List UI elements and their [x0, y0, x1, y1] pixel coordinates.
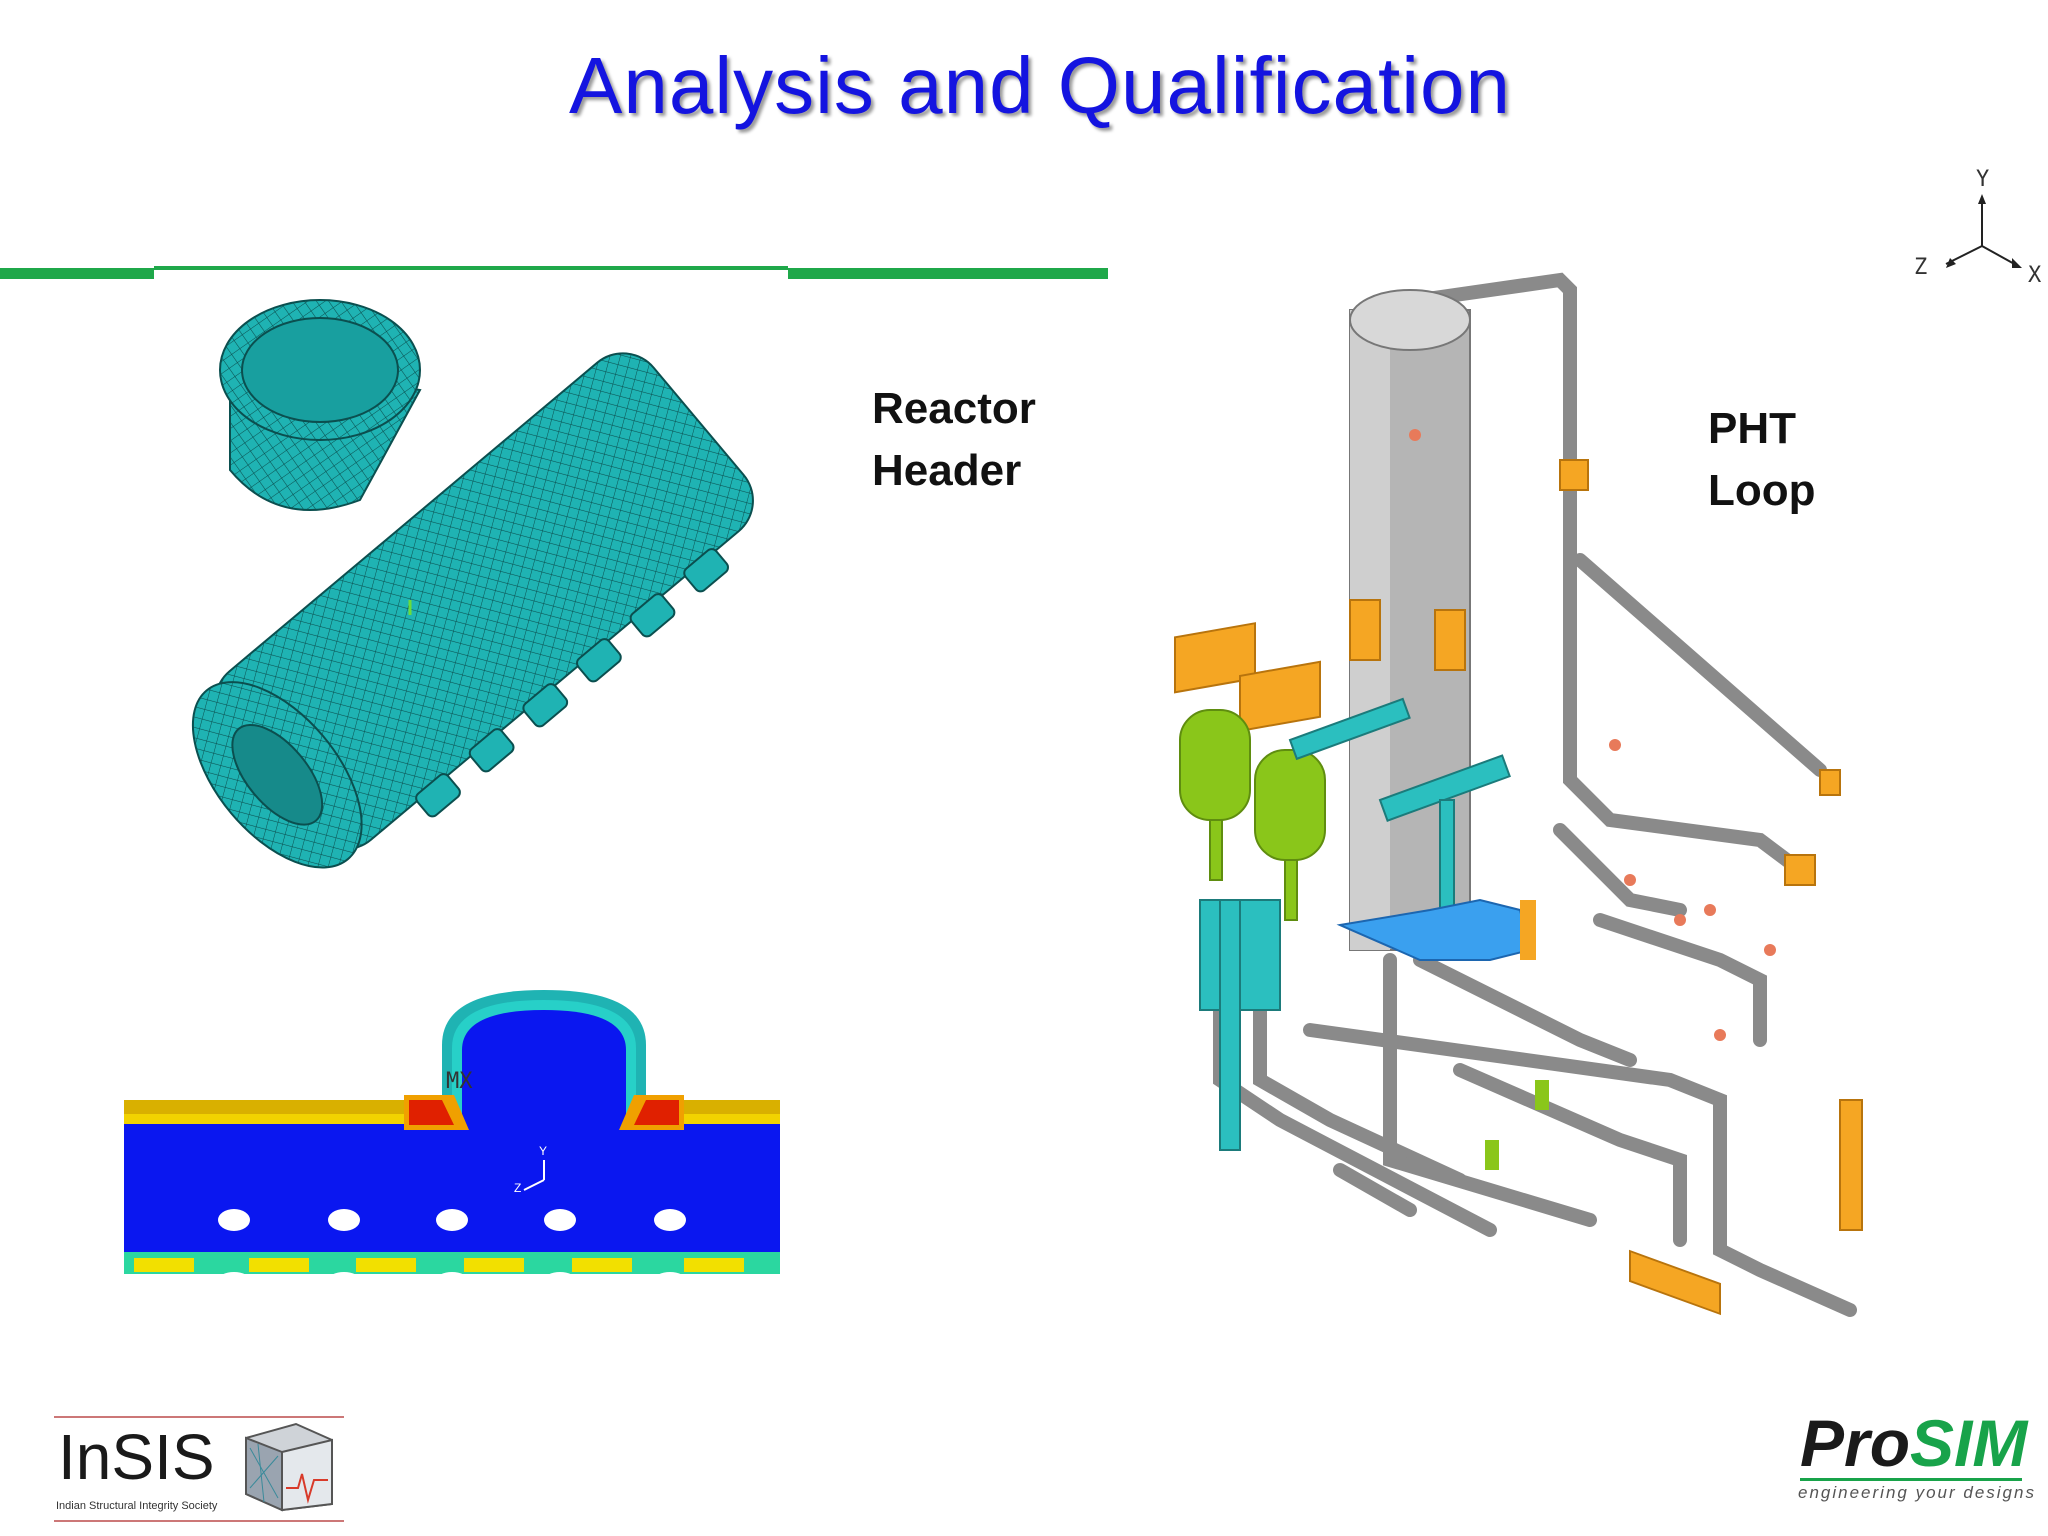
pht-loop-label: PHT Loop: [1708, 398, 1816, 522]
reactor-header-mesh-figure: [191, 299, 754, 869]
reactor-header-stress-contour: MX Y Z: [124, 990, 780, 1288]
axis-triad: Y Z X: [1914, 167, 2042, 288]
reactor-header-label-line2: Header: [872, 446, 1022, 495]
title-rule-left: [0, 268, 154, 279]
insis-logo-subtitle: Indian Structural Integrity Society: [56, 1500, 218, 1512]
axis-label-z: Z: [1914, 255, 1927, 280]
pht-loop-piping-figure: [1174, 272, 1863, 1317]
insis-logo-name: InSIS: [58, 1421, 215, 1493]
slide-title: Analysis and Qualification: [568, 41, 1512, 130]
insis-cube-icon: [245, 1422, 333, 1512]
pht-loop-label-line2: Loop: [1708, 466, 1816, 515]
pht-loop-label-line1: PHT: [1708, 404, 1796, 453]
prosim-logo-pro: Pro: [1800, 1406, 1911, 1480]
contour-max-marker: MX: [446, 1069, 473, 1094]
reactor-header-label-line1: Reactor: [872, 384, 1036, 433]
contour-triad-z: Z: [514, 1181, 521, 1195]
title-rule-middle: [154, 266, 788, 270]
prosim-logo-name: ProSIM: [1800, 1405, 2027, 1481]
prosim-logo-underline: [1800, 1478, 2022, 1481]
axis-label-y: Y: [1976, 167, 1989, 192]
title-rule-right: [788, 268, 1108, 279]
reactor-header-label: Reactor Header: [872, 378, 1036, 502]
insis-logo-frame-bottom: [54, 1520, 344, 1522]
contour-triad-y: Y: [539, 1144, 547, 1158]
insis-logo-frame-top: [54, 1416, 344, 1418]
prosim-logo-tagline: engineering your designs: [1798, 1483, 2036, 1502]
axis-label-x: X: [2028, 263, 2042, 288]
prosim-logo-sim: SIM: [1910, 1406, 2028, 1480]
